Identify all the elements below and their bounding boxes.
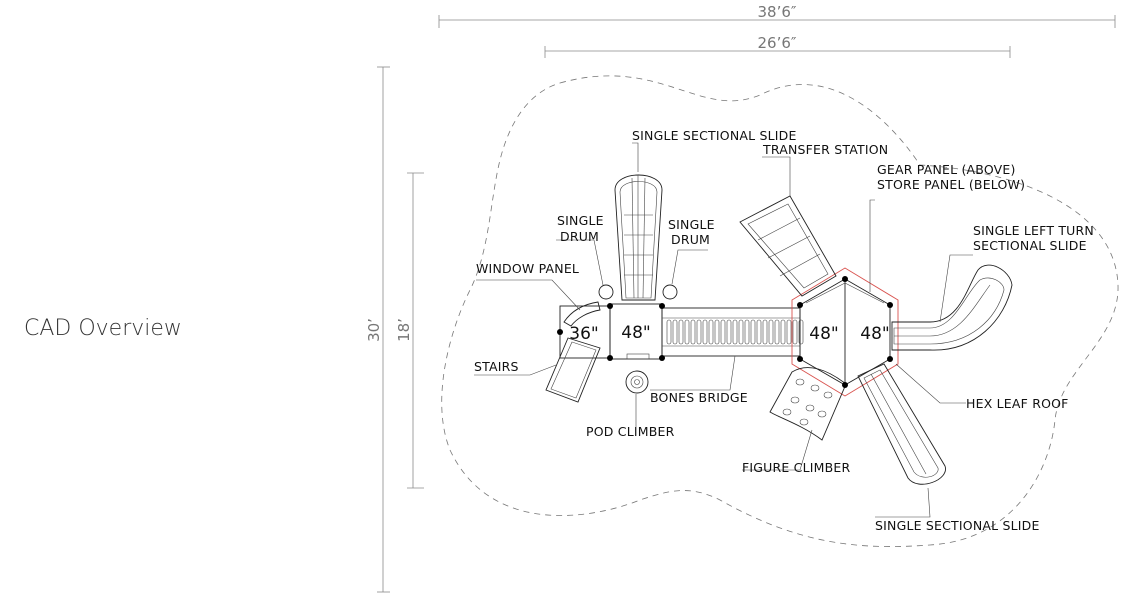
callout-hex-leaf-roof: HEX LEAF ROOF — [966, 396, 1069, 411]
callout-store-panel: STORE PANEL (BELOW) — [877, 177, 1025, 192]
bridge-slat — [738, 319, 744, 345]
callout-window-panel: WINDOW PANEL — [476, 261, 579, 276]
bridge-slat — [786, 319, 792, 345]
callout-left-turn-slide-1: SINGLE LEFT TURN — [973, 223, 1094, 238]
callout-left-turn-slide-2: SECTIONAL SLIDE — [973, 238, 1087, 253]
bridge-slat — [672, 319, 678, 345]
use-zone-boundary — [441, 75, 1119, 547]
callout-figure-climber: FIGURE CLIMBER — [742, 460, 851, 475]
transfer-station — [739, 195, 837, 297]
pod-climber — [625, 353, 650, 394]
bridge-slat — [666, 319, 672, 345]
bridge-slat — [792, 319, 798, 345]
stairs — [545, 337, 601, 403]
callout-pod-climber: POD CLIMBER — [586, 424, 675, 439]
bridge-slat — [732, 319, 738, 345]
bridge-slat — [744, 319, 750, 345]
single-drum-right — [662, 284, 678, 300]
bridge-slat — [714, 319, 720, 345]
dimension-structure-depth-label: 18’ — [395, 318, 413, 342]
single-sectional-slide-top — [614, 174, 663, 301]
bridge-slat — [798, 319, 804, 345]
post-dots — [557, 276, 893, 388]
dimension-structure-width-label: 26’6″ — [757, 34, 796, 52]
bones-bridge — [661, 307, 804, 357]
single-sectional-slide-bottom — [857, 363, 946, 485]
bridge-slat — [762, 319, 768, 345]
callout-single-drum-right-1: SINGLE — [668, 217, 715, 232]
callout-single-drum-left-1: SINGLE — [557, 213, 604, 228]
bridge-slat — [726, 319, 732, 345]
single-left-turn-sectional-slide — [891, 264, 1013, 351]
dimension-structure-depth: 18’ — [395, 172, 424, 489]
bridge-slat — [696, 319, 702, 345]
callout-bones-bridge: BONES BRIDGE — [650, 390, 748, 405]
callout-single-drum-left-2: DRUM — [560, 229, 599, 244]
bridge-slat — [756, 319, 762, 345]
deck-48-left-label: 48" — [621, 323, 650, 343]
bridge-slat — [768, 319, 774, 345]
dimension-overall-width: 38’6″ — [438, 3, 1116, 28]
callout-single-sectional-slide-bottom: SINGLE SECTIONAL SLIDE — [875, 518, 1040, 533]
window-panel — [563, 301, 601, 327]
deck-36: 36" — [559, 305, 611, 359]
deck-48-left: 48" — [609, 303, 663, 360]
dimension-overall-width-label: 38’6″ — [757, 3, 796, 21]
hex-leaf-roof-outline — [791, 267, 899, 397]
dimension-overall-depth-label: 30’ — [365, 318, 383, 342]
dimension-overall-depth: 30’ — [365, 66, 390, 593]
callout-stairs: STAIRS — [474, 359, 519, 374]
bridge-slat — [678, 319, 684, 345]
bridge-slat — [780, 319, 786, 345]
bridge-slat — [750, 319, 756, 345]
bridge-slat — [684, 319, 690, 345]
bridge-slat — [708, 319, 714, 345]
bridge-slat — [702, 319, 708, 345]
single-drum-left — [598, 284, 614, 300]
deck-48-hex-right-label: 48" — [860, 324, 889, 344]
callout-gear-panel: GEAR PANEL (ABOVE) — [877, 162, 1016, 177]
callout-leaders — [474, 142, 973, 518]
figure-climber — [769, 367, 847, 441]
page-title: CAD Overview — [24, 316, 182, 341]
callout-transfer-station: TRANSFER STATION — [762, 142, 888, 157]
dimension-structure-width: 26’6″ — [544, 34, 1011, 58]
deck-36-label: 36" — [569, 324, 598, 344]
bridge-slat — [720, 319, 726, 345]
hex-deck: 48" 48" — [799, 278, 891, 386]
callout-single-drum-right-2: DRUM — [671, 232, 710, 247]
bridge-slat — [690, 319, 696, 345]
callout-single-sectional-slide-top: SINGLE SECTIONAL SLIDE — [632, 128, 797, 143]
deck-48-hex-left-label: 48" — [809, 324, 838, 344]
bridge-slat — [774, 319, 780, 345]
